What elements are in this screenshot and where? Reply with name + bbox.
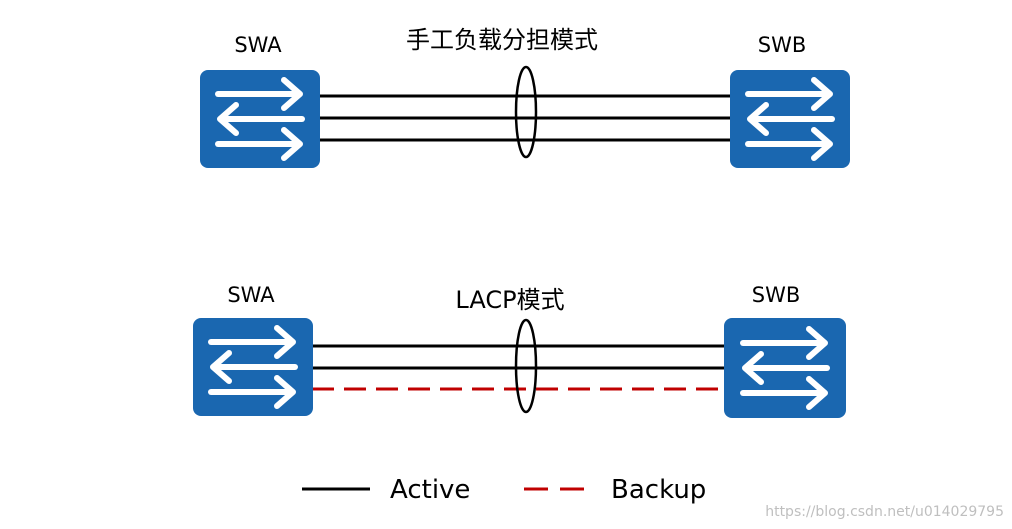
top-left-switch-label: SWA bbox=[234, 33, 282, 57]
legend-active-label: Active bbox=[390, 475, 470, 505]
bottom-right-switch-label: SWB bbox=[752, 283, 801, 307]
bottom-left-switch bbox=[193, 318, 313, 416]
watermark: https://blog.csdn.net/u014029795 bbox=[765, 504, 1004, 520]
legend-backup-label: Backup bbox=[611, 475, 706, 505]
top-aggregation-ellipse bbox=[514, 65, 538, 159]
legend: Active Backup bbox=[302, 475, 706, 505]
bottom-aggregation-ellipse bbox=[514, 318, 538, 414]
bottom-right-switch bbox=[724, 318, 846, 418]
lacp-mode-group: LACP模式 SWA SWB bbox=[193, 283, 846, 418]
lacp-mode-title: LACP模式 bbox=[455, 286, 564, 314]
manual-mode-title: 手工负载分担模式 bbox=[406, 26, 598, 54]
top-left-switch bbox=[200, 70, 320, 168]
bottom-left-switch-label: SWA bbox=[227, 283, 275, 307]
top-right-switch-label: SWB bbox=[758, 33, 807, 57]
top-right-switch bbox=[730, 70, 850, 168]
manual-mode-group: 手工负载分担模式 SWA SWB bbox=[200, 26, 850, 168]
